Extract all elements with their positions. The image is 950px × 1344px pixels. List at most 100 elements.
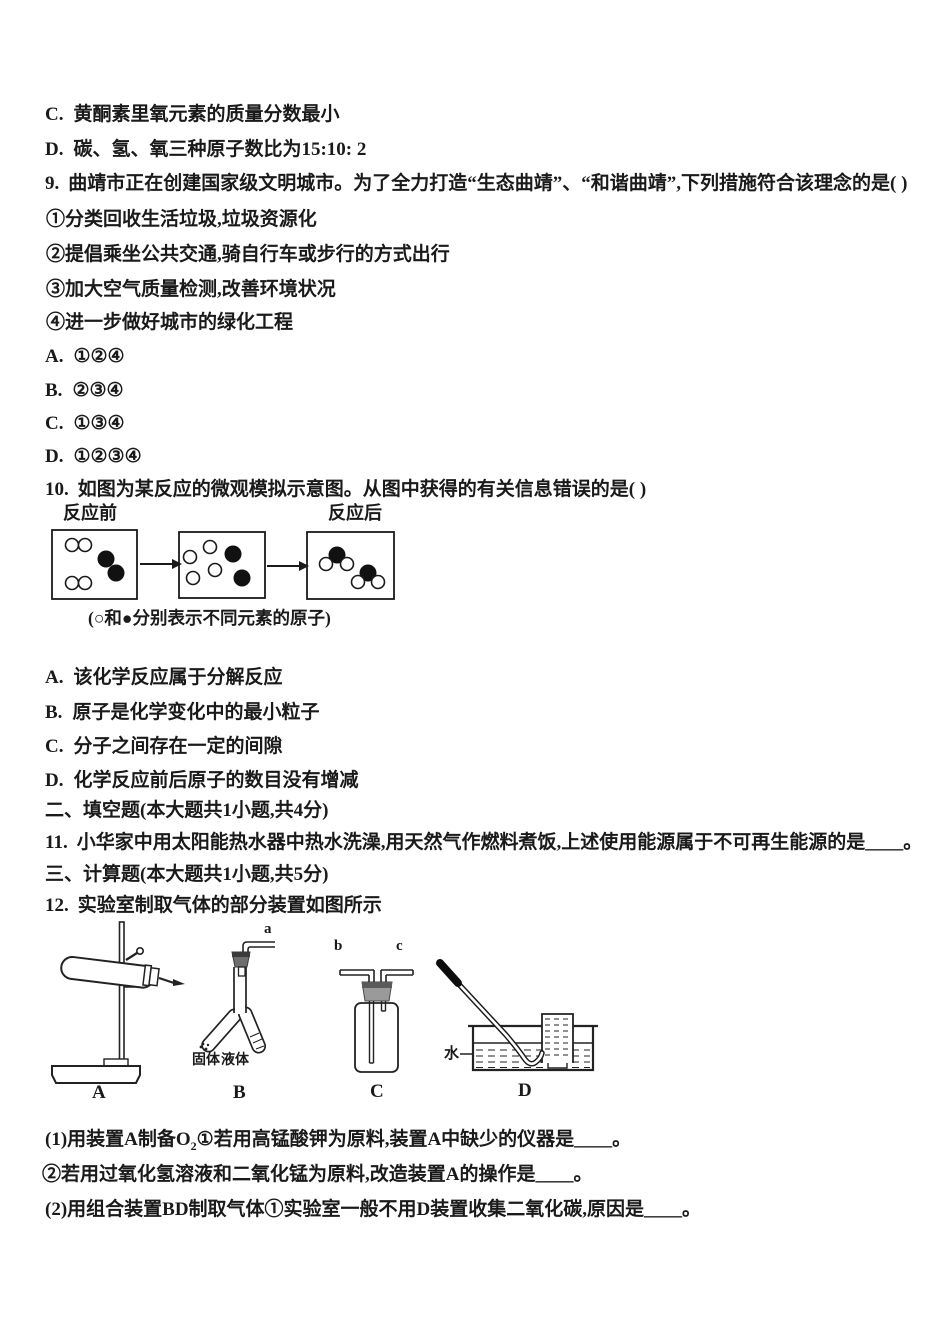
port-a-label: a xyxy=(264,921,272,937)
after-molecules xyxy=(318,546,386,590)
delivery-tube-inner xyxy=(452,977,544,1066)
question-9-stem: 9. 曲靖市正在创建国家级文明城市。为了全力打造“生态曲靖”、“和谐曲靖”,下列措… xyxy=(45,172,907,196)
question-number: 11. xyxy=(45,832,68,853)
white-atom xyxy=(64,537,80,553)
white-atom xyxy=(370,574,386,590)
white-atom xyxy=(77,537,93,553)
rubber-tip xyxy=(436,959,462,987)
collection-bottle-mouth xyxy=(547,1063,568,1069)
reaction-diagram xyxy=(51,529,395,600)
outlet-tube-c xyxy=(380,969,414,982)
option-text: 该化学反应属于分解反应 xyxy=(73,667,283,688)
option-label: A. xyxy=(45,346,64,367)
bottle-water-dashes xyxy=(545,1018,570,1056)
question-number: 10. xyxy=(45,479,69,500)
white-atom xyxy=(182,549,198,565)
black-atom xyxy=(224,545,242,563)
q9-option-a: A. ①②④ xyxy=(45,345,125,369)
device-label-a: A xyxy=(92,1082,106,1103)
q8-option-d: D. 碳、氢、氧三种原子数比为15:10: 2 xyxy=(45,138,366,162)
option-label: D. xyxy=(45,770,64,791)
gas-outlet-tube-a xyxy=(242,941,275,952)
stopper xyxy=(148,966,160,987)
white-atom xyxy=(318,556,334,572)
device-c-bottle xyxy=(339,969,414,1073)
white-atom xyxy=(207,562,223,578)
long-inner-tube xyxy=(368,1001,375,1064)
option-text: ①②③④ xyxy=(73,446,142,467)
part-text: (1)用装置A制备O xyxy=(45,1129,191,1150)
question-10-stem: 10. 如图为某反应的微观模拟示意图。从图中获得的有关信息错误的是( ) xyxy=(45,478,646,502)
y-neck-fill xyxy=(234,967,246,1014)
water-dashes xyxy=(476,1049,590,1069)
q10-option-d: D. 化学反应前后原子的数目没有增减 xyxy=(45,769,359,793)
option-label: D. xyxy=(45,139,64,160)
option-label: B. xyxy=(45,702,63,723)
delivery-tip xyxy=(173,979,185,986)
white-atom xyxy=(185,570,201,586)
option-text: ①②④ xyxy=(73,346,125,367)
option-text: 黄酮素里氧元素的质量分数最小 xyxy=(73,104,340,125)
black-atom xyxy=(233,569,251,587)
stand-rod-foot xyxy=(103,1058,129,1067)
before-box xyxy=(51,529,138,600)
intermediate-atoms xyxy=(182,539,251,587)
question-12-intro: 12. 实验室制取气体的部分装置如图所示 xyxy=(45,894,382,918)
part-text: ①若用高锰酸钾为原料,装置A中缺少的仪器是____。 xyxy=(196,1129,632,1150)
port-c-label: c xyxy=(396,938,403,954)
black-atom xyxy=(107,564,125,582)
question-text: 小华家中用太阳能热水器中热水洗澡,用天然气作燃料煮饭,上述使用能源属于不可再生能… xyxy=(76,832,923,853)
device-d-trough xyxy=(436,959,598,1072)
trough-walls xyxy=(471,1026,595,1072)
question-number: 12. xyxy=(45,895,69,916)
question-text: 实验室制取气体的部分装置如图所示 xyxy=(77,895,382,916)
y-neck xyxy=(233,967,247,1013)
option-text: 化学反应前后原子的数目没有增减 xyxy=(73,770,359,791)
solid-label: 固体 xyxy=(192,1053,220,1068)
question-text: 如图为某反应的微观模拟示意图。从图中获得的有关信息错误的是( ) xyxy=(77,479,647,500)
option-label: C. xyxy=(45,413,64,434)
solid-particles xyxy=(199,1042,210,1051)
arrow-icon xyxy=(140,563,299,567)
liquid-dashes xyxy=(249,1032,265,1050)
device-label-d: D xyxy=(518,1080,532,1101)
rubber-stopper-top xyxy=(362,982,392,988)
device-label-b: B xyxy=(233,1082,246,1103)
delivery-tube xyxy=(158,976,175,985)
port-b-label: b xyxy=(334,938,343,954)
test-tube xyxy=(60,955,155,989)
option-label: D. xyxy=(45,446,64,467)
option-text: ①③④ xyxy=(73,413,125,434)
white-atom xyxy=(339,556,355,572)
question-number: 9. xyxy=(45,173,60,194)
collection-bottle xyxy=(541,1013,574,1063)
water-label: 水 xyxy=(444,1046,460,1062)
question-text: 曲靖市正在创建国家级文明城市。为了全力打造“生态曲靖”、“和谐曲靖”,下列措施符… xyxy=(68,173,908,194)
after-reaction-label: 反应后 xyxy=(328,503,382,523)
stand-rod xyxy=(118,921,125,1064)
option-text: 碳、氢、氧三种原子数比为15:10: 2 xyxy=(73,139,367,160)
q10-option-c: C. 分子之间存在一定的间隙 xyxy=(45,735,283,759)
device-label-c: C xyxy=(370,1081,384,1102)
option-text: 原子是化学变化中的最小粒子 xyxy=(72,702,320,723)
bottle-body xyxy=(354,1002,399,1073)
black-atom xyxy=(328,546,346,564)
q9-option-b: B.②③④ xyxy=(45,379,124,403)
q9-statement-1: ①分类回收生活垃圾,垃圾资源化 xyxy=(46,209,317,230)
white-atom xyxy=(64,575,80,591)
q9-statement-4: ④进一步做好城市的绿化工程 xyxy=(46,312,294,333)
during-box xyxy=(178,531,266,599)
stopper-stub xyxy=(237,966,246,977)
q9-statement-3: ③加大空气质量检测,改善环境状况 xyxy=(46,279,336,300)
device-b-ytube xyxy=(199,941,275,1054)
arrow-head-icon xyxy=(172,559,309,571)
device-a-stand xyxy=(51,921,185,1084)
option-text: 分子之间存在一定的间隙 xyxy=(73,736,283,757)
q12-part-2: ②若用过氧化氢溶液和二氧化锰为原料,改造装置A的操作是____。 xyxy=(42,1164,593,1185)
option-label: C. xyxy=(45,736,64,757)
apparatus-figure xyxy=(51,921,598,1084)
option-label: C. xyxy=(45,104,64,125)
q8-option-c: C. 黄酮素里氧元素的质量分数最小 xyxy=(45,103,340,127)
section-fill-heading: 二、填空题(本大题共1小题,共4分) xyxy=(45,800,329,821)
